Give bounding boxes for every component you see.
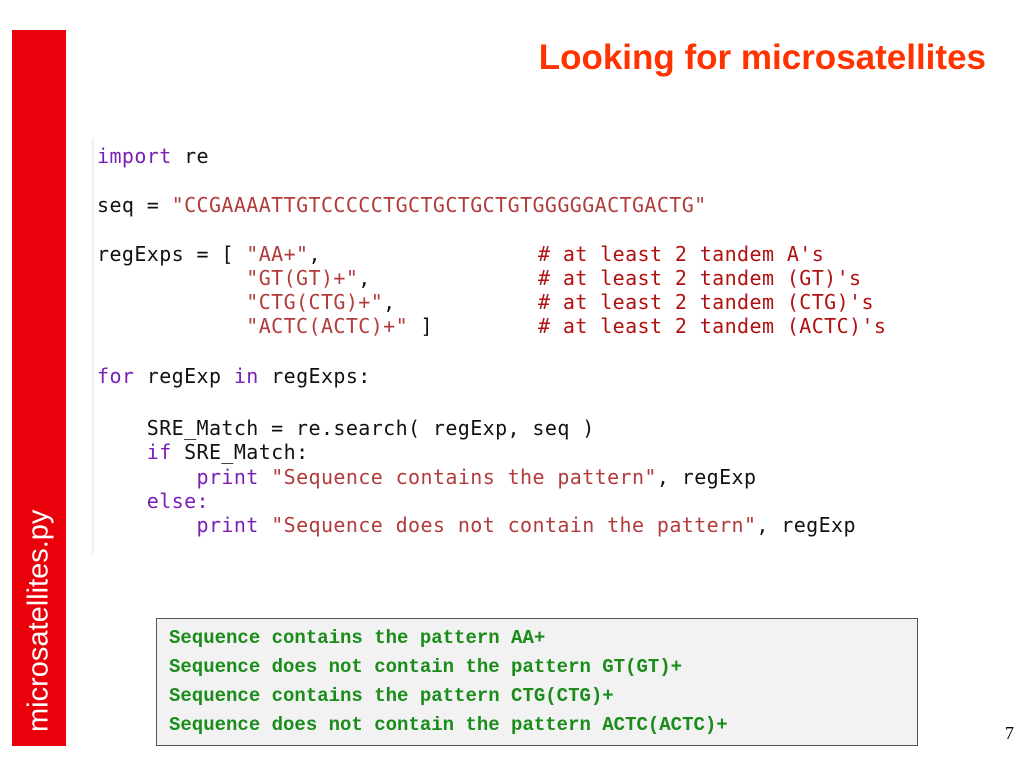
keyword: else: bbox=[146, 489, 209, 513]
string-literal: "CTG(CTG)+" bbox=[246, 290, 384, 314]
comment: # at least 2 tandem (ACTC)'s bbox=[538, 314, 887, 338]
code-line-11: else: bbox=[97, 489, 209, 513]
code-text: SRE_Match: bbox=[171, 440, 309, 464]
comment: # at least 2 tandem A's bbox=[538, 242, 825, 266]
code-line-1: import re bbox=[97, 144, 209, 168]
output-box: Sequence contains the pattern AA+ Sequen… bbox=[156, 618, 918, 746]
comment: # at least 2 tandem (GT)'s bbox=[538, 266, 862, 290]
code-text: regExp bbox=[134, 364, 234, 388]
output-line: Sequence does not contain the pattern GT… bbox=[169, 656, 683, 678]
code-line-10: print "Sequence contains the pattern", r… bbox=[97, 465, 756, 489]
code-text: , bbox=[308, 242, 321, 266]
code-line-7: for regExp in regExps: bbox=[97, 364, 371, 388]
code-line-9: if SRE_Match: bbox=[97, 440, 309, 464]
sidebar: microsatellites.py bbox=[12, 30, 66, 746]
code-text: , regExp bbox=[656, 465, 757, 489]
code-line-5: "CTG(CTG)+", # at least 2 tandem (CTG)'s bbox=[97, 290, 873, 314]
output-line: Sequence does not contain the pattern AC… bbox=[169, 714, 728, 736]
output-line: Sequence contains the pattern CTG(CTG)+ bbox=[169, 685, 614, 707]
code-line-6: "ACTC(ACTC)+" ] # at least 2 tandem (ACTC… bbox=[97, 314, 886, 338]
keyword: print bbox=[196, 465, 259, 489]
code-text: regExps: bbox=[258, 364, 371, 388]
code-text: seq = bbox=[97, 193, 172, 217]
code-block: import re seq = "CCGAAAATTGTCCCCCTGCTGCT… bbox=[92, 138, 1000, 554]
keyword: for bbox=[97, 364, 135, 388]
string-literal: "GT(GT)+" bbox=[246, 266, 359, 290]
slide-title: Looking for microsatellites bbox=[538, 38, 986, 77]
output-line: Sequence contains the pattern AA+ bbox=[169, 627, 546, 649]
code-line-4: "GT(GT)+", # at least 2 tandem (GT)'s bbox=[97, 266, 861, 290]
keyword: print bbox=[196, 513, 259, 537]
sidebar-label: microsatellites.py bbox=[22, 509, 55, 732]
string-literal: "Sequence does not contain the pattern" bbox=[271, 513, 757, 537]
code-line-3: regExps = [ "AA+", # at least 2 tandem A'… bbox=[97, 242, 824, 266]
keyword: in bbox=[233, 364, 259, 388]
code-line-8: SRE_Match = re.search( regExp, seq ) bbox=[97, 416, 595, 440]
page-number: 7 bbox=[1005, 723, 1014, 743]
code-text: , regExp bbox=[756, 513, 856, 537]
code-line-2: seq = "CCGAAAATTGTCCCCCTGCTGCTGCTGTGGGGG… bbox=[97, 193, 707, 217]
string-literal: "AA+" bbox=[246, 242, 309, 266]
string-literal: "CCGAAAATTGTCCCCCTGCTGCTGCTGTGGGGGACTGAC… bbox=[171, 193, 707, 217]
code-text: , bbox=[383, 290, 396, 314]
code-text: regExps = [ bbox=[97, 242, 247, 266]
code-text: re bbox=[171, 144, 209, 168]
string-literal: "Sequence contains the pattern" bbox=[271, 465, 657, 489]
keyword: import bbox=[97, 144, 172, 168]
code-text: , bbox=[358, 266, 371, 290]
string-literal: "ACTC(ACTC)+" bbox=[246, 314, 409, 338]
code-line-12: print "Sequence does not contain the pat… bbox=[97, 513, 856, 537]
keyword: if bbox=[146, 440, 172, 464]
code-text: ] bbox=[408, 314, 433, 338]
comment: # at least 2 tandem (CTG)'s bbox=[538, 290, 874, 314]
